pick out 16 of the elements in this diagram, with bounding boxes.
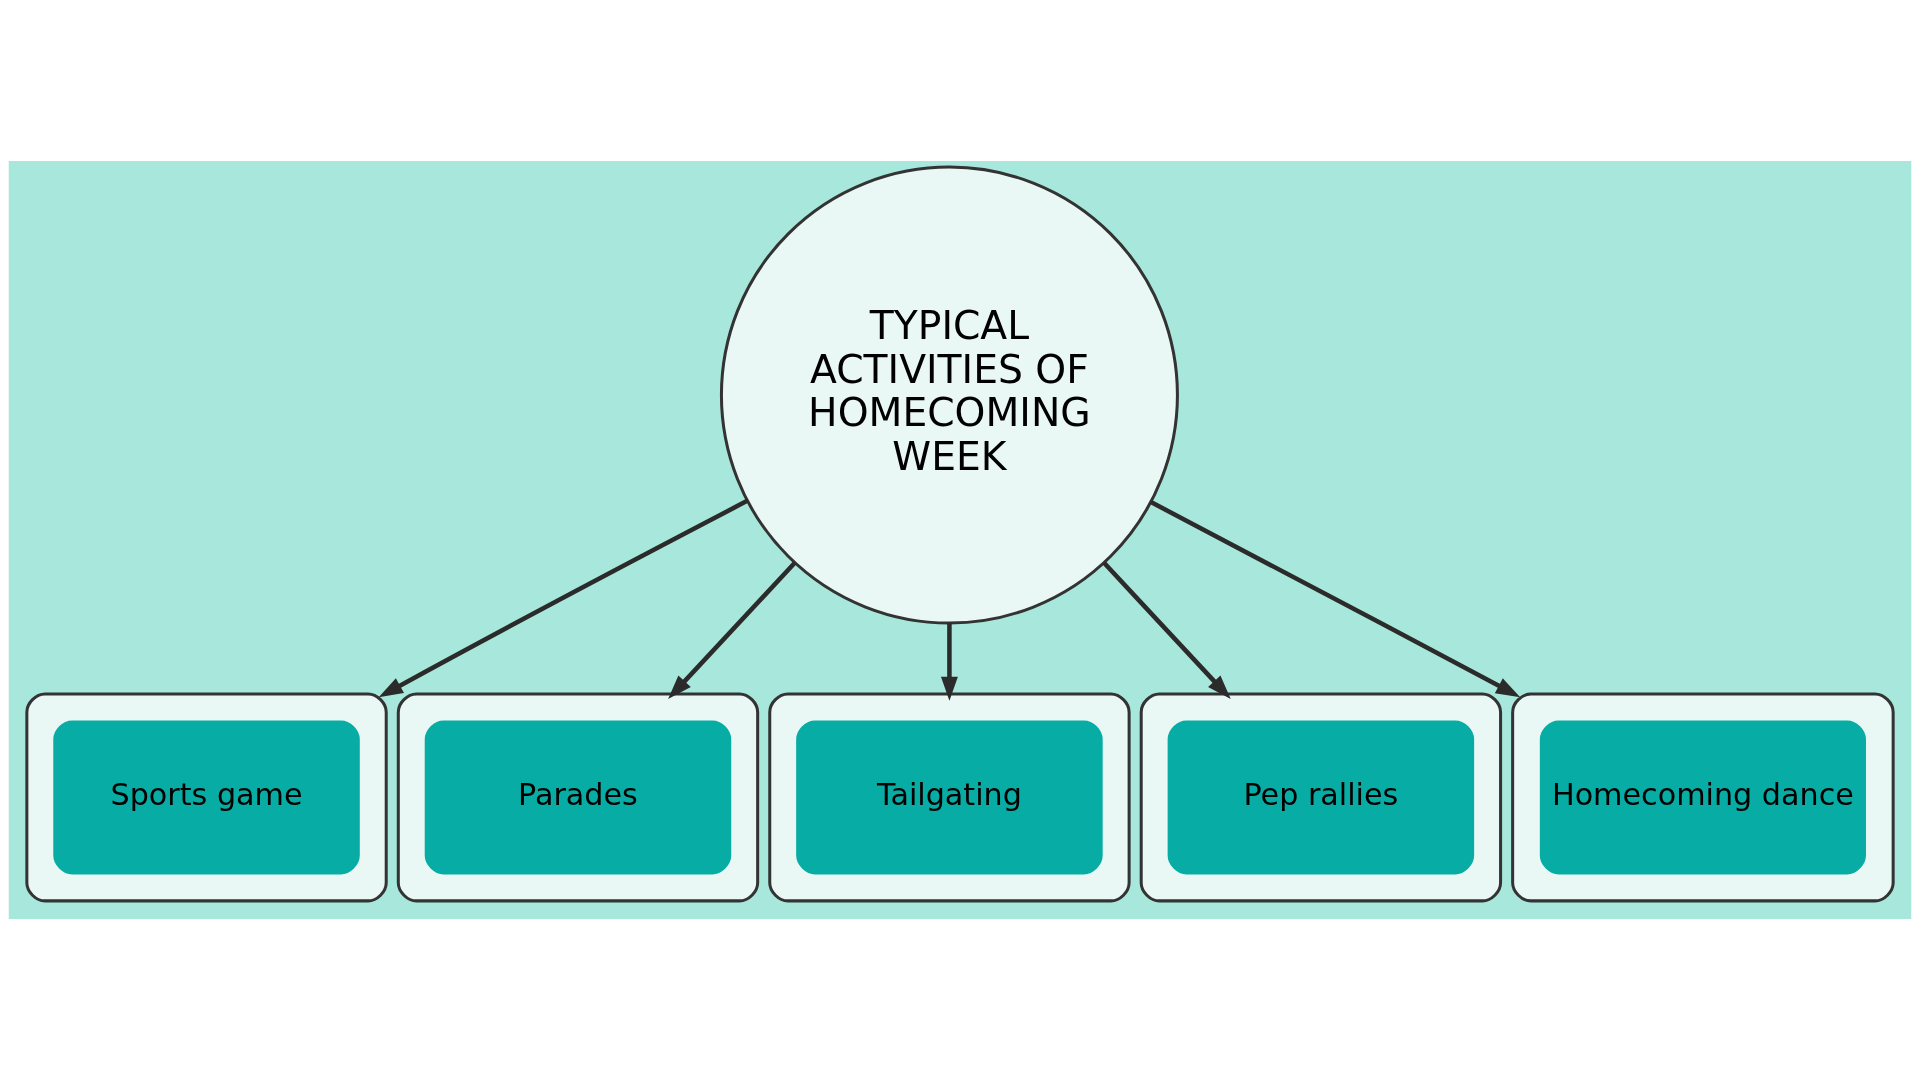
arrow [1102, 561, 1231, 700]
node-circle: TYPICAL ACTIVITIES OF HOMECOMING WEEK [719, 165, 1179, 625]
cluster [1139, 692, 1503, 903]
node-box: Sports game [53, 720, 360, 875]
node-box: Tailgating [796, 720, 1103, 875]
cluster [25, 692, 388, 903]
cluster [768, 692, 1131, 903]
cluster [396, 692, 760, 903]
node-box: Pep rallies [1167, 720, 1475, 875]
cluster [1511, 692, 1895, 903]
node-box: Parades [424, 720, 732, 875]
arrow [668, 561, 797, 700]
node-box: Homecoming dance [1539, 720, 1866, 875]
arrow [940, 623, 958, 701]
arrow [378, 498, 749, 698]
arrow [1149, 500, 1521, 698]
